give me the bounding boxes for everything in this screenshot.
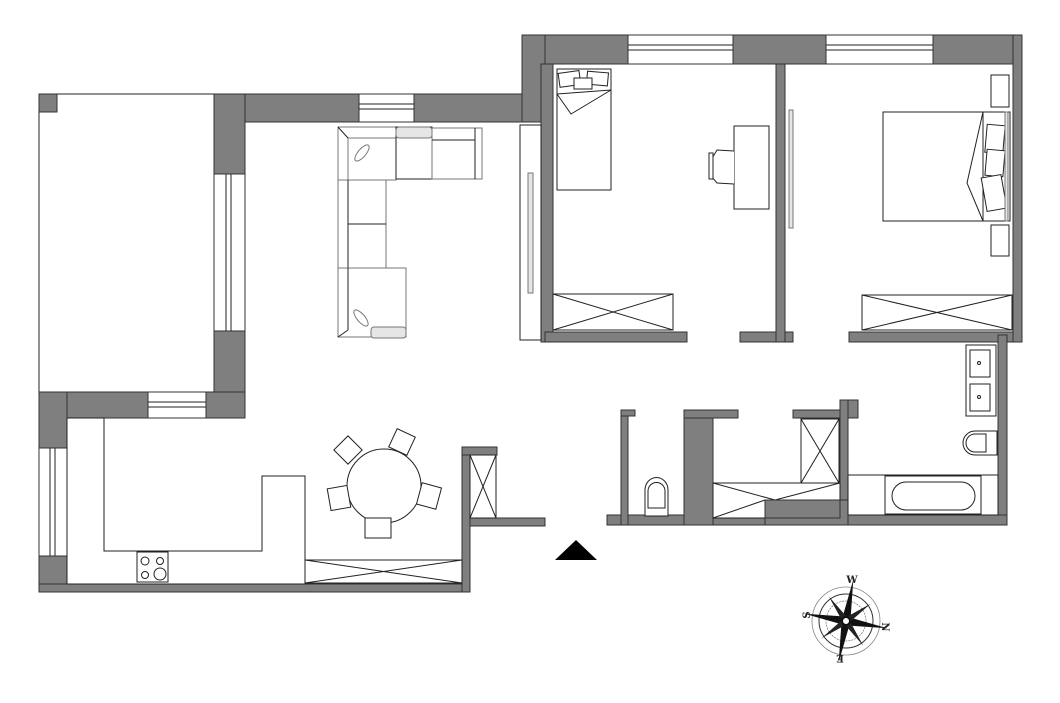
kitchen-cabinet (304, 559, 463, 584)
window-kitchen-left (38, 447, 68, 557)
window-living-top (358, 93, 415, 123)
window-living-left (213, 173, 246, 332)
desk (733, 125, 770, 210)
windows (38, 34, 934, 557)
shower (800, 418, 840, 484)
wardrobe-bedroom-2 (861, 294, 1013, 331)
compass-rose-icon: W N E S (802, 575, 890, 663)
dining-table (326, 428, 443, 539)
balcony (38, 93, 215, 393)
compass-south-label: S (802, 611, 813, 618)
single-bed (556, 68, 612, 191)
nightstand-top (990, 74, 1010, 108)
wardrobe-bedroom-1 (552, 293, 674, 331)
window-bedroom-1 (627, 34, 734, 65)
double-sink (965, 344, 997, 417)
sliding-door-handle (788, 109, 794, 229)
living-room-wardrobe (519, 124, 542, 341)
entrance-arrow-icon (555, 540, 597, 560)
window-kitchen-top (147, 391, 207, 419)
entry-closet (469, 454, 497, 519)
desk-chair (708, 149, 735, 185)
wc-toilet (644, 476, 669, 517)
compass-north-label: N (879, 622, 890, 631)
hall-storage (712, 482, 841, 519)
stove-icon (136, 551, 169, 583)
bathroom-toilet (962, 430, 998, 456)
nightstand-bottom (990, 224, 1010, 257)
bathtub (847, 474, 999, 516)
double-bed (882, 111, 1011, 222)
corner-sofa (337, 126, 483, 339)
kitchen-counter (66, 417, 306, 585)
compass-west-label: W (845, 575, 858, 586)
window-bedroom-2 (825, 34, 934, 65)
compass-east-label: E (836, 652, 844, 663)
